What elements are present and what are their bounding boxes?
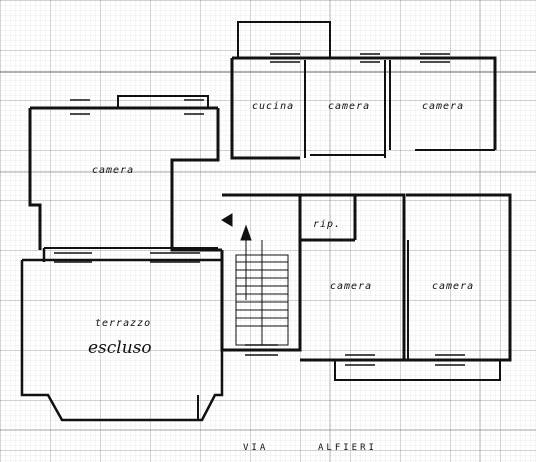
balconies xyxy=(117,21,501,420)
staircase xyxy=(221,213,289,346)
interior-walls xyxy=(44,60,495,360)
terrace-outline xyxy=(20,248,224,422)
street-name: ALFIERI xyxy=(318,443,377,453)
street-prefix: VIA xyxy=(243,443,268,453)
label-camera-left: camera xyxy=(92,165,134,176)
label-camera-top-mid: camera xyxy=(328,101,370,112)
label-terrazzo: terrazzo xyxy=(95,318,151,329)
handwritten-escluso: escluso xyxy=(88,338,152,358)
window-marks xyxy=(54,53,465,366)
label-camera-top-right: camera xyxy=(422,101,464,112)
label-camera-low-right: camera xyxy=(432,281,474,292)
label-ripostiglio: rip. xyxy=(313,219,341,230)
label-cucina: cucina xyxy=(252,101,294,112)
label-camera-low-mid: camera xyxy=(330,281,372,292)
